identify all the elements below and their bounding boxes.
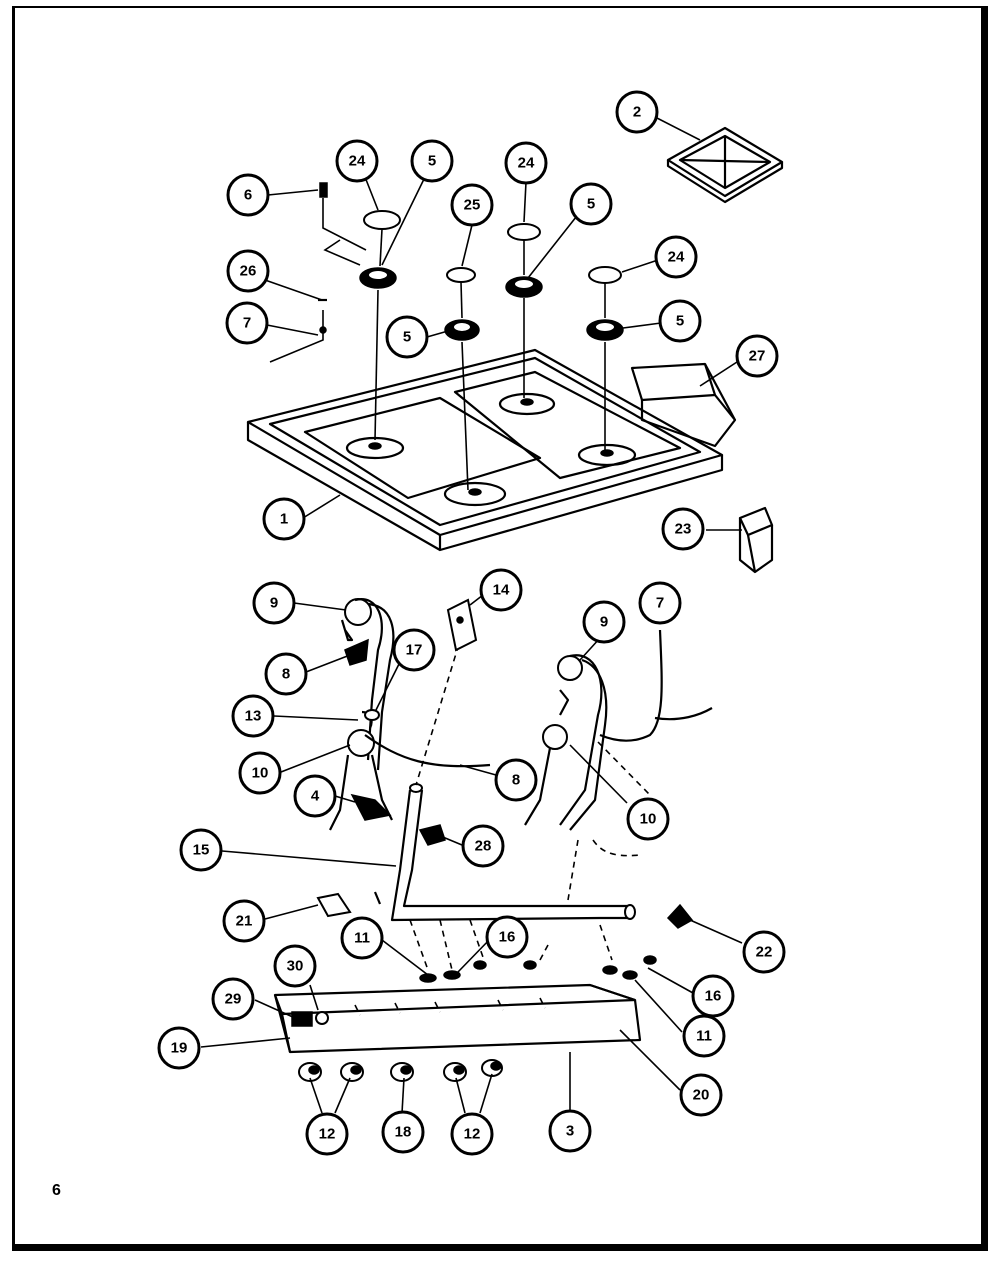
svg-text:5: 5 [676,313,684,330]
svg-text:19: 19 [171,1040,188,1057]
svg-text:11: 11 [354,930,370,947]
svg-text:2: 2 [633,104,641,121]
callout-17: 17 [392,628,436,672]
callout-16-a: 16 [485,915,529,959]
svg-text:29: 29 [225,991,242,1008]
callout-12-a: 12 [305,1112,349,1156]
callout-8-a: 8 [264,652,308,696]
callout-24-c: 24 [654,235,698,279]
svg-text:15: 15 [193,842,210,859]
left-valve-assembly-drawing [329,598,491,831]
callout-13: 13 [231,694,275,738]
svg-text:3: 3 [566,1123,574,1140]
svg-text:8: 8 [282,666,290,683]
right-valve-assembly-drawing [524,629,713,831]
callout-4: 4 [293,774,337,818]
callout-30: 30 [273,944,317,988]
burner-heads-drawing [269,182,624,491]
svg-text:5: 5 [587,196,595,213]
svg-text:24: 24 [668,249,685,266]
manifold-pipe-drawing [390,598,641,961]
page-number: 6 [52,1182,61,1199]
callout-24-b: 24 [504,141,548,185]
callout-20: 20 [679,1073,723,1117]
side-panel-and-box-drawing [630,362,774,574]
callout-18: 18 [381,1110,425,1154]
svg-text:18: 18 [395,1124,412,1141]
svg-text:7: 7 [656,595,664,612]
callout-22: 22 [742,930,786,974]
callout-7-a: 7 [225,301,269,345]
svg-text:10: 10 [252,765,269,782]
svg-text:20: 20 [693,1087,710,1104]
svg-text:8: 8 [512,772,520,789]
callout-28: 28 [461,824,505,868]
svg-text:14: 14 [493,582,510,599]
callout-9-a: 9 [252,581,296,625]
svg-text:24: 24 [349,153,366,170]
callout-9-b: 9 [582,600,626,644]
svg-text:16: 16 [499,929,516,946]
svg-text:11: 11 [696,1028,712,1045]
bracket-and-fittings-drawing [316,891,694,983]
callout-29: 29 [211,977,255,1021]
callout-11-b: 11 [682,1014,726,1058]
callout-19: 19 [157,1026,201,1070]
svg-text:22: 22 [756,944,773,961]
callout-10-b: 10 [626,797,670,841]
callout-1: 1 [262,497,306,541]
svg-text:6: 6 [244,187,252,204]
callout-25: 25 [450,183,494,227]
page-border [12,6,988,1251]
svg-text:4: 4 [311,788,320,805]
callout-8-b: 8 [494,758,538,802]
callout-23: 23 [661,507,705,551]
callout-6: 6 [226,173,270,217]
svg-text:9: 9 [600,614,608,631]
callout-2: 2 [615,90,659,134]
svg-text:7: 7 [243,315,251,332]
svg-text:26: 26 [240,263,257,280]
callout-12-b: 12 [450,1112,494,1156]
svg-text:16: 16 [705,988,722,1005]
burner-grate-drawing [666,126,784,204]
svg-text:25: 25 [464,197,481,214]
callout-5-b: 5 [569,182,613,226]
callout-26: 26 [226,249,270,293]
svg-text:12: 12 [464,1126,481,1143]
callout-24-a: 24 [335,139,379,183]
leader-lines [200,116,743,1114]
svg-text:27: 27 [749,348,766,365]
callout-11-a: 11 [340,916,384,960]
callout-21: 21 [222,899,266,943]
svg-text:1: 1 [280,511,288,528]
svg-text:23: 23 [675,521,692,538]
svg-text:5: 5 [403,329,411,346]
callout-3: 3 [548,1109,592,1153]
callout-5-a: 5 [410,139,454,183]
callout-27: 27 [735,334,779,378]
svg-text:24: 24 [518,155,535,172]
cooktop-drawing [246,348,724,552]
callout-5-c: 5 [385,315,429,359]
callout-15: 15 [179,828,223,872]
callout-16-b: 16 [691,974,735,1018]
svg-text:12: 12 [319,1126,336,1143]
svg-text:28: 28 [475,838,492,855]
callout-7-b: 7 [638,581,682,625]
callout-14: 14 [479,568,523,612]
svg-text:30: 30 [287,958,304,975]
callout-10-a: 10 [238,751,282,795]
svg-text:10: 10 [640,811,657,828]
svg-text:21: 21 [236,913,253,930]
svg-text:5: 5 [428,153,436,170]
control-panel-drawing [273,983,642,1082]
svg-text:13: 13 [245,708,262,725]
svg-text:17: 17 [406,642,423,659]
svg-text:9: 9 [270,595,278,612]
callout-5-d: 5 [658,299,702,343]
